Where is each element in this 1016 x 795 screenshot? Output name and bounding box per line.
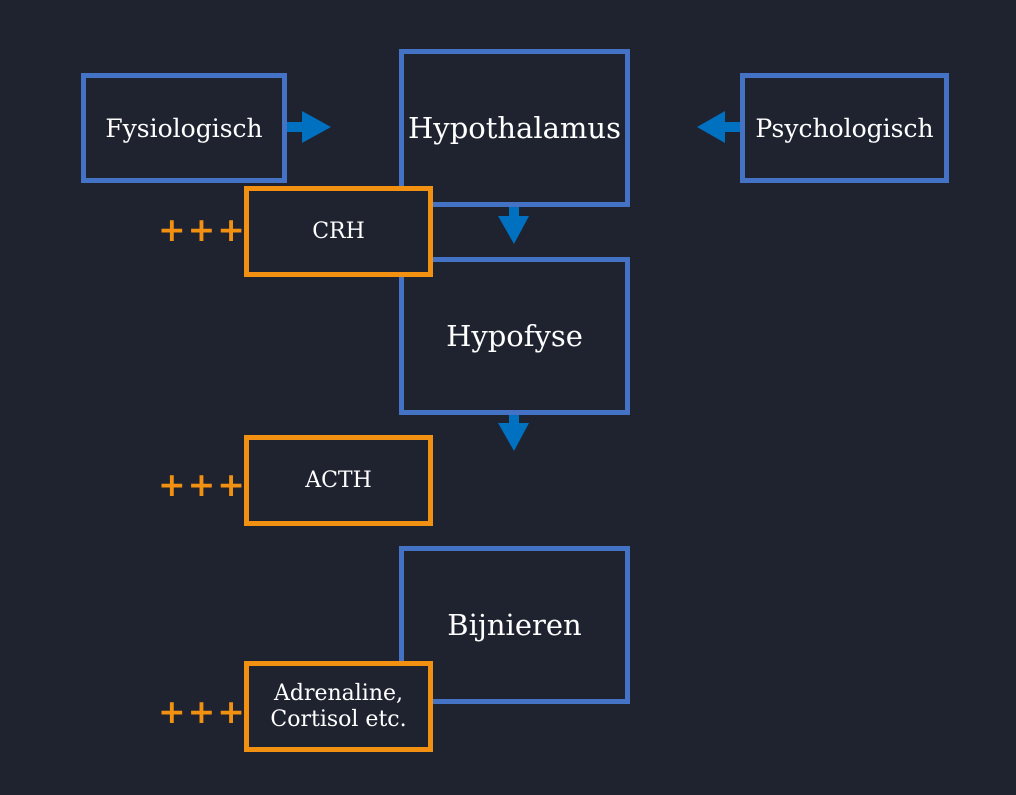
intensity-marker-acth: +++ <box>158 465 247 504</box>
hormone-adrenaline-cortisol-text: Adrenaline, Cortisol etc. <box>270 681 406 732</box>
hormone-adrenaline-cortisol: Adrenaline, Cortisol etc. <box>244 661 433 752</box>
node-hypothalamus-label: Hypothalamus <box>408 111 621 145</box>
node-fysiologisch-label: Fysiologisch <box>105 113 263 143</box>
hormone-crh-label: CRH <box>312 218 365 244</box>
node-bijnieren: Bijnieren <box>399 546 630 704</box>
node-bijnieren-label: Bijnieren <box>447 608 582 642</box>
intensity-marker-crh: +++ <box>158 210 247 249</box>
hormone-acth: ACTH <box>244 435 433 526</box>
arrow-hypofyse-to-bijnieren <box>498 412 529 451</box>
node-hypothalamus: Hypothalamus <box>399 49 630 207</box>
arrow-fysiologisch-to-hypothalamus <box>287 111 331 143</box>
node-hypofyse-label: Hypofyse <box>446 319 583 353</box>
hormone-acth-label: ACTH <box>305 467 372 493</box>
intensity-marker-end-hormones: +++ <box>158 692 247 731</box>
node-fysiologisch: Fysiologisch <box>81 73 287 183</box>
hormone-crh: CRH <box>244 186 433 277</box>
arrow-psychologisch-to-hypothalamus <box>697 111 744 143</box>
hormone-adrenaline-label: Adrenaline, <box>273 681 404 707</box>
node-psychologisch-label: Psychologisch <box>755 113 934 143</box>
arrow-hypothalamus-to-hypofyse <box>498 205 529 244</box>
node-hypofyse: Hypofyse <box>399 257 630 415</box>
node-psychologisch: Psychologisch <box>740 73 949 183</box>
hormone-cortisol-label: Cortisol etc. <box>270 706 407 732</box>
